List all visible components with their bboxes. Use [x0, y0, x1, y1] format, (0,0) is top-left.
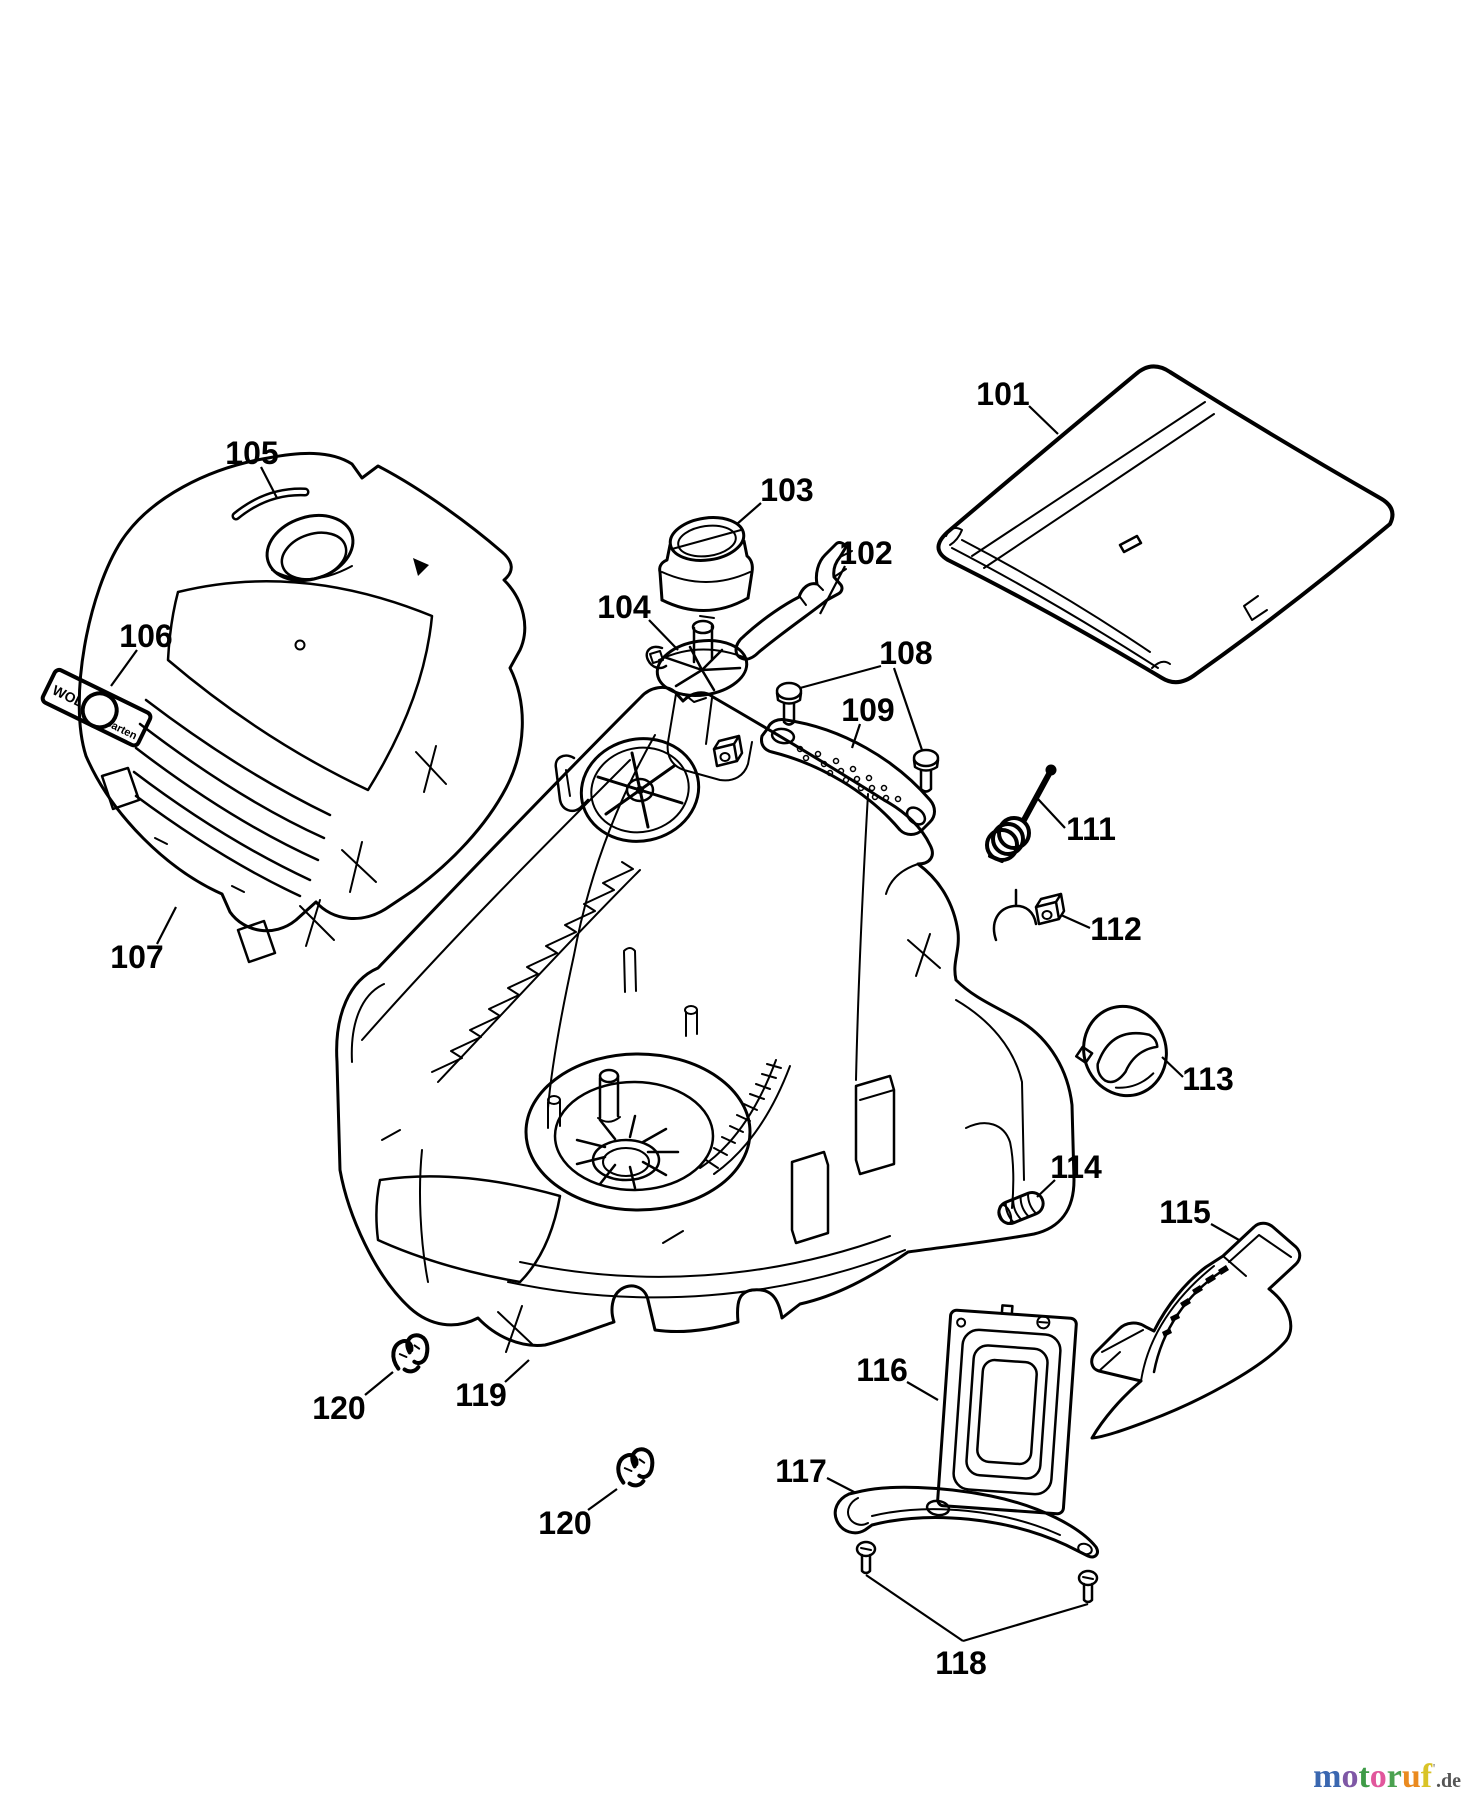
part-118-screws — [855, 1540, 1099, 1604]
callouts-layer: 101 102 103 104 105 106 107 108 109 111 112 113 114 1… — [110, 376, 1240, 1681]
callout-label-114: 114 — [1050, 1149, 1102, 1185]
callout-label-118: 118 — [935, 1645, 987, 1681]
leader-line-118 — [865, 1574, 964, 1642]
callout-label-115: 115 — [1159, 1194, 1211, 1230]
leader-line-116 — [906, 1381, 939, 1401]
leader-line-118 — [962, 1602, 1089, 1643]
part-112-square-nut — [1034, 892, 1066, 926]
callout-label-117: 117 — [775, 1453, 827, 1489]
leader-line-103 — [736, 502, 762, 525]
watermark-letter: o — [1341, 1758, 1359, 1795]
callout-label-113: 113 — [1182, 1061, 1234, 1097]
square-nut-center — [712, 734, 744, 768]
leader-line-101 — [1028, 405, 1059, 435]
screw-108-right — [912, 748, 940, 793]
part-103-sleeve — [658, 516, 754, 619]
leader-line-107 — [156, 906, 177, 945]
screw-108-left — [775, 681, 803, 726]
watermark-letter: u — [1401, 1758, 1421, 1795]
leader-line-113 — [1161, 1056, 1184, 1078]
callout-label-103: 103 — [760, 472, 813, 508]
leader-line-104 — [648, 619, 679, 651]
fan-wheel — [554, 737, 701, 843]
part-115-mulch-wedge — [1090, 1221, 1302, 1440]
watermark-letter: r — [1386, 1758, 1402, 1795]
watermark-tick: ' — [1432, 1762, 1436, 1777]
part-119-deck-housing — [335, 685, 1076, 1353]
part-105-sealing-strip — [231, 487, 310, 521]
leader-line-119 — [504, 1359, 530, 1383]
part-107-motor-hood — [77, 451, 527, 964]
callout-label-101: 101 — [976, 376, 1029, 412]
part-109-handle-strip — [760, 718, 936, 836]
watermark-suffix: .de — [1436, 1770, 1461, 1792]
callout-label-104: 104 — [597, 589, 651, 625]
watermark-letter: t — [1358, 1758, 1370, 1795]
part-101-deflector-flap — [936, 364, 1395, 685]
part-120-clip-upper — [391, 1333, 430, 1374]
part-108-screws — [775, 681, 940, 793]
watermark-letter: m — [1313, 1758, 1342, 1795]
leader-line-111 — [1037, 798, 1066, 829]
watermark-letter: f — [1420, 1758, 1433, 1795]
callout-label-107: 107 — [110, 939, 163, 975]
screw-118-left — [855, 1540, 877, 1575]
leader-line-112 — [1060, 913, 1091, 930]
leader-line-115 — [1210, 1223, 1240, 1241]
leader-line-117 — [826, 1477, 857, 1494]
part-117-scraper-strip — [833, 1485, 1099, 1559]
callout-label-120: 120 — [538, 1505, 591, 1541]
callout-label-111: 111 — [1066, 811, 1116, 847]
part-120-clip-lower — [616, 1447, 655, 1488]
part-111-torsion-spring — [985, 764, 1057, 863]
watermark-letters: motoruf — [1313, 1758, 1432, 1795]
callout-label-106: 106 — [119, 618, 172, 654]
watermark-logo[interactable]: motoruf'.de — [1313, 1758, 1461, 1796]
part-106-brand-badge: WOLF Garten — [40, 667, 153, 748]
part-113-knob — [1075, 1004, 1168, 1098]
callout-label-112: 112 — [1090, 911, 1142, 947]
leader-line-105 — [260, 466, 278, 499]
part-114-spline-pin — [997, 1191, 1045, 1225]
screw-118-right — [1077, 1569, 1099, 1604]
leader-line-120 — [587, 1488, 618, 1511]
callout-label-102: 102 — [839, 535, 892, 571]
callout-label-119: 119 — [455, 1377, 507, 1413]
part-116-rear-panel — [936, 1304, 1078, 1516]
leader-line-120 — [364, 1371, 394, 1396]
callout-label-105: 105 — [225, 435, 278, 471]
callout-label-120: 120 — [312, 1390, 365, 1426]
leader-line-114 — [1036, 1179, 1056, 1198]
leader-line-108 — [799, 664, 882, 690]
part-102-lever — [734, 541, 853, 661]
callout-label-109: 109 — [841, 692, 894, 728]
callout-label-108: 108 — [879, 635, 932, 671]
leader-line-109 — [850, 723, 862, 749]
leader-line-106 — [110, 649, 138, 687]
leader-line-108 — [892, 667, 924, 751]
watermark-letter: o — [1369, 1758, 1387, 1795]
leader-line-102 — [819, 565, 846, 615]
callout-label-116: 116 — [856, 1352, 908, 1388]
